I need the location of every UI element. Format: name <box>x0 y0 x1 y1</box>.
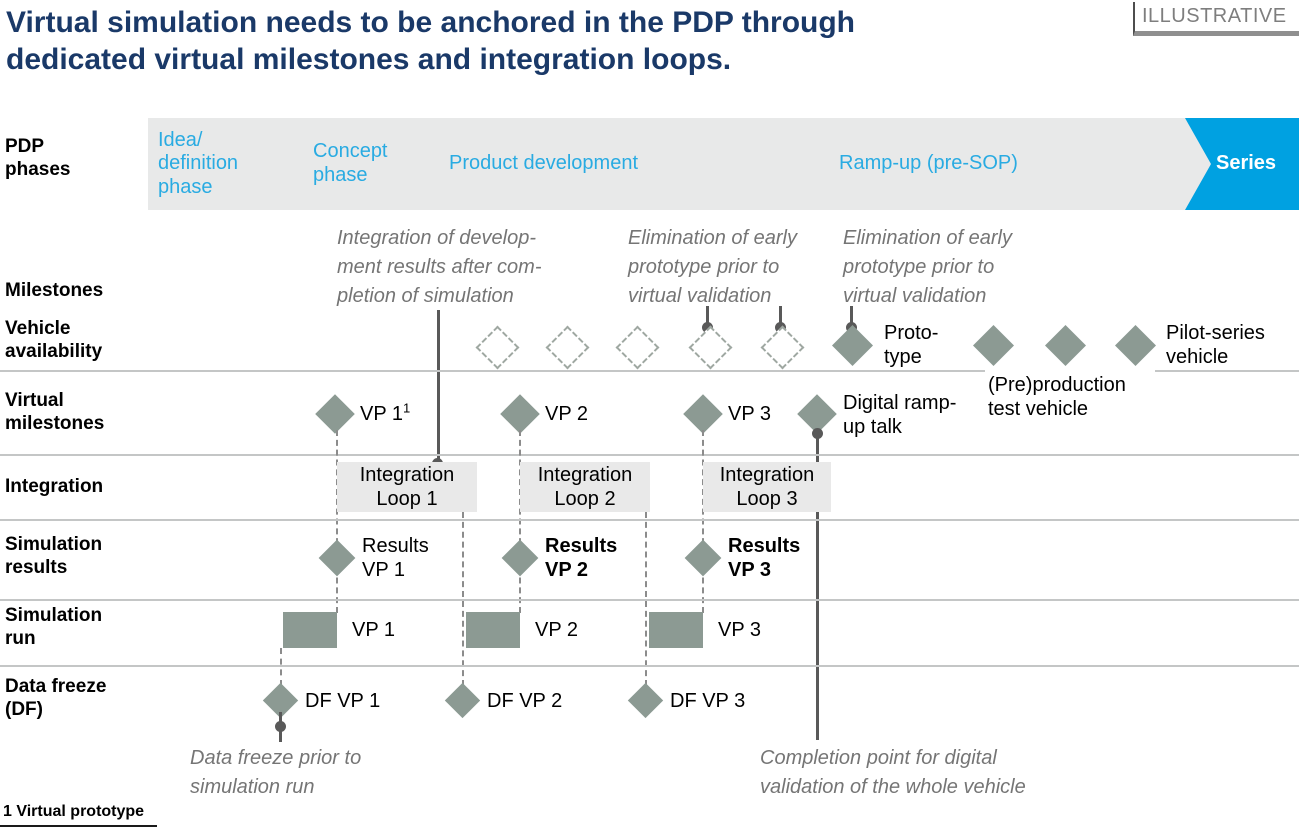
vehicle-diamond-preproduction-2-icon <box>1044 324 1087 367</box>
simulation-run-vp3-label: VP 3 <box>718 619 761 641</box>
virtual-milestone-vp2-diamond-icon <box>500 394 540 434</box>
lane-label-simulation-run: Simulation run <box>5 605 103 649</box>
vehicle-label-pilot-series: Pilot-series vehicle <box>1166 322 1265 368</box>
annotation-data-freeze: Data freeze prior to simulation run <box>190 747 362 798</box>
phase-chevron-idea: Idea/ definition phase <box>148 118 309 210</box>
vehicle-label-prototype: Proto- type <box>884 322 939 368</box>
results-vp2-diamond-icon <box>501 539 539 577</box>
separator-vehicle-right <box>1155 370 1299 372</box>
lane-label-data-freeze: Data freeze (DF) <box>5 676 107 720</box>
vehicle-label-preproduction: (Pre)production test vehicle <box>988 374 1126 420</box>
results-vp3-label: Results VP 3 <box>728 535 801 581</box>
vp1-footnote-marker: 1 <box>403 400 411 416</box>
simulation-run-vp1-label: VP 1 <box>352 619 395 641</box>
vehicle-diamond-planned-1-icon <box>475 325 520 370</box>
vehicle-diamond-planned-3-icon <box>615 325 660 370</box>
lane-label-integration: Integration <box>5 476 104 497</box>
simulation-run-vp2-label: VP 2 <box>535 619 578 641</box>
integration-loop-1-box: Integration Loop 1 <box>337 462 477 512</box>
results-vp2-label: Results VP 2 <box>545 535 618 581</box>
annotation-elimination-early-prototype-1: Elimination of early prototype prior to … <box>628 227 797 307</box>
integration-loop-2-box: Integration Loop 2 <box>520 462 650 512</box>
vehicle-diamond-planned-2-icon <box>545 325 590 370</box>
lane-label-milestones: Milestones <box>5 280 104 301</box>
connector-dot-ramp-up <box>812 428 823 439</box>
virtual-milestone-vp1-label: VP 11 <box>360 400 411 427</box>
data-freeze-vp3-label: DF VP 3 <box>670 690 746 712</box>
annotation-integration-of-development: Integration of develop- ment results aft… <box>337 227 542 307</box>
footnote: 1 Virtual prototype <box>3 803 145 820</box>
connector-line-elimination2 <box>850 306 853 326</box>
results-vp1-label: Results VP 1 <box>362 535 429 581</box>
vp1-text: VP 1 <box>360 403 403 425</box>
virtual-milestone-vp3-label: VP 3 <box>728 403 771 425</box>
connector-dot-data-freeze <box>275 721 286 732</box>
integration-loop-3-box: Integration Loop 3 <box>703 462 831 512</box>
connector-line-elimination1-b <box>779 306 782 326</box>
dashed-line-vp1 <box>336 430 338 613</box>
phase-label-idea: Idea/ definition phase <box>158 128 239 198</box>
results-vp1-diamond-icon <box>318 539 356 577</box>
vehicle-diamond-prototype-icon <box>831 324 874 367</box>
vehicle-diamond-pilot-icon <box>1114 324 1157 367</box>
phase-chevron-ramp-up: Ramp-up (pre-SOP) <box>805 118 1239 210</box>
lane-label-simulation-results: Simulation results <box>5 534 103 578</box>
connector-line-completion-point <box>816 437 819 740</box>
data-freeze-vp3-diamond-icon <box>627 682 664 719</box>
illustrative-tag: ILLUSTRATIVE <box>1133 2 1299 36</box>
separator-vehicle-left <box>0 370 985 372</box>
annotation-completion-point: Completion point for digital validation … <box>760 747 1026 798</box>
vehicle-diamond-eliminated-2-icon <box>760 325 805 370</box>
phase-label-concept: Concept phase <box>313 140 388 186</box>
dashed-line-df-vp1 <box>280 648 282 686</box>
virtual-milestone-vp1-diamond-icon <box>315 394 355 434</box>
results-vp3-diamond-icon <box>684 539 722 577</box>
data-freeze-vp1-label: DF VP 1 <box>305 690 381 712</box>
connector-line-integration-annotation <box>437 310 440 465</box>
lane-label-virtual-milestones: Virtual milestones <box>5 390 105 434</box>
annotation-elimination-early-prototype-2: Elimination of early prototype prior to … <box>843 227 1012 307</box>
vehicle-diamond-preproduction-1-icon <box>972 324 1015 367</box>
phase-label-product-development: Product development <box>449 152 639 175</box>
separator-virtual-milestones <box>0 454 1299 456</box>
lane-label-pdp-phases: PDP phases <box>5 136 71 180</box>
virtual-milestone-vp3-diamond-icon <box>683 394 723 434</box>
separator-integration <box>0 519 1299 521</box>
phase-label-ramp-up: Ramp-up (pre-SOP) <box>839 152 1018 175</box>
vehicle-diamond-eliminated-1-icon <box>688 325 733 370</box>
page-title: Virtual simulation needs to be anchored … <box>6 6 855 76</box>
bottom-edge-line <box>0 825 157 827</box>
dashed-line-vp2 <box>519 430 521 613</box>
data-freeze-vp2-label: DF VP 2 <box>487 690 563 712</box>
virtual-milestone-vp2-label: VP 2 <box>545 403 588 425</box>
data-freeze-vp2-diamond-icon <box>444 682 481 719</box>
phase-chevron-product-development: Product development <box>415 118 859 210</box>
separator-simulation-run <box>0 665 1299 667</box>
phase-label-series: Series <box>1216 152 1277 175</box>
simulation-run-vp3-bar <box>649 612 703 648</box>
virtual-milestone-ramp-up-label: Digital ramp- up talk <box>843 392 957 438</box>
simulation-run-vp1-bar <box>283 612 337 648</box>
separator-simulation-results <box>0 599 1299 601</box>
connector-line-elimination1-a <box>706 306 709 326</box>
simulation-run-vp2-bar <box>466 612 520 648</box>
lane-label-vehicle-availability: Vehicle availability <box>5 318 103 362</box>
dashed-line-vp3 <box>702 430 704 613</box>
